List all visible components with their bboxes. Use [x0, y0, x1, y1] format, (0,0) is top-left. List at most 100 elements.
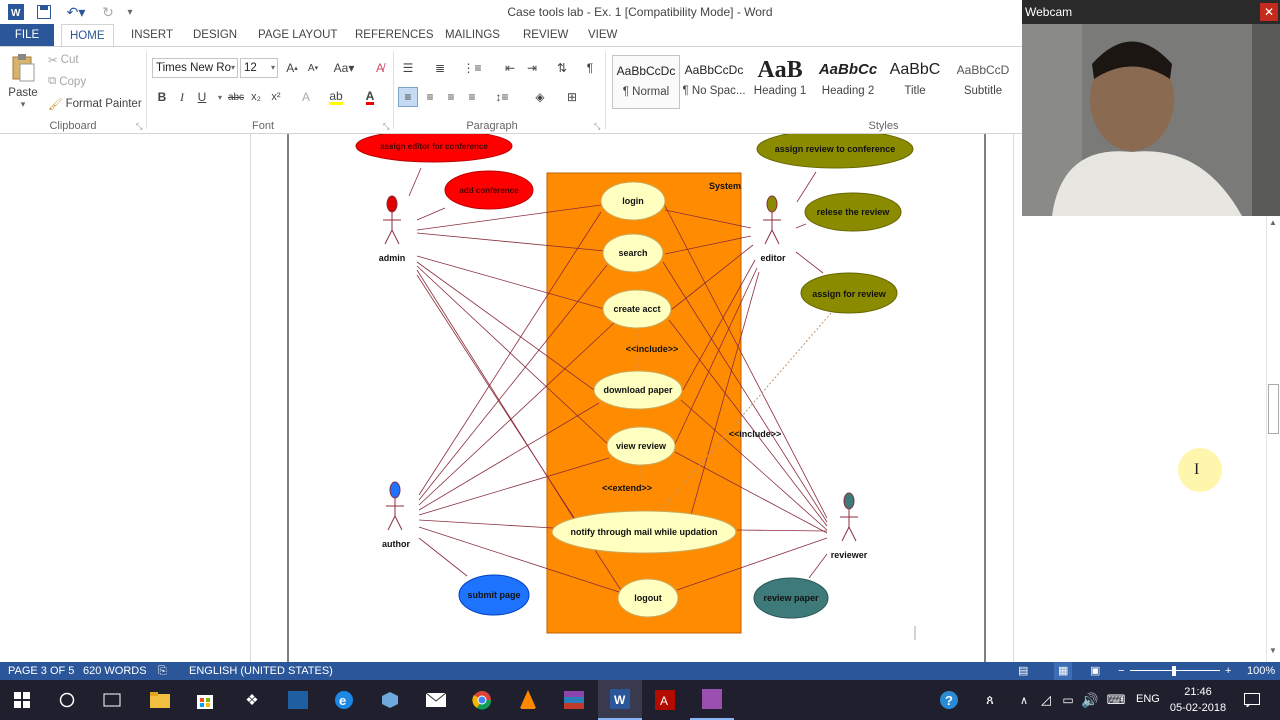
acrobat-icon[interactable]: A — [653, 688, 677, 712]
scroll-thumb[interactable] — [1268, 384, 1279, 434]
battery-icon[interactable]: ▭ — [1062, 693, 1074, 707]
chrome-icon[interactable] — [470, 688, 494, 712]
proofing-icon[interactable]: ⎘ — [158, 665, 167, 677]
winrar-icon[interactable] — [562, 688, 586, 712]
underline-icon[interactable]: U — [197, 90, 207, 104]
superscript-icon[interactable]: x² — [271, 91, 281, 103]
zoom-slider-thumb[interactable] — [1172, 666, 1176, 676]
tab-file[interactable]: FILE — [0, 24, 54, 46]
bullets-icon[interactable]: ☰ — [402, 61, 414, 75]
customize-toolbar-icon[interactable]: ▾ — [127, 6, 133, 18]
highlight-icon[interactable]: ab — [329, 88, 343, 105]
paste-button[interactable]: Paste ▾ — [8, 53, 38, 109]
style-no-spacing[interactable]: AaBbCcDc ¶ No Spac... — [680, 55, 748, 109]
tab-page-layout[interactable]: PAGE LAYOUT — [258, 29, 338, 41]
3d-box-icon[interactable] — [378, 688, 402, 712]
copy-button[interactable]: ⧉Copy — [48, 75, 86, 88]
italic-icon[interactable]: I — [180, 89, 184, 104]
style-subtitle[interactable]: AaBbCcD Subtitle — [949, 55, 1017, 109]
style-heading-1[interactable]: AaB Heading 1 — [746, 55, 814, 109]
search-circle-icon[interactable] — [55, 688, 79, 712]
word-taskbar-item[interactable]: W — [598, 680, 642, 720]
grow-font-icon[interactable]: A▴ — [286, 61, 298, 75]
print-layout-icon[interactable]: ▦ — [1054, 662, 1073, 680]
tab-references[interactable]: REFERENCES — [355, 29, 434, 41]
tab-home[interactable]: HOME — [61, 24, 114, 47]
line-spacing-icon[interactable]: ↕≡ — [495, 90, 509, 104]
tab-review[interactable]: REVIEW — [523, 29, 569, 41]
chevron-down-icon[interactable]: ▾ — [217, 92, 222, 102]
edge-icon[interactable]: e — [332, 688, 356, 712]
vlc-icon[interactable] — [516, 688, 540, 712]
chevron-up-icon[interactable]: ∧ — [1019, 694, 1029, 707]
clock[interactable]: 21:46 05-02-2018 — [1168, 684, 1228, 716]
decrease-indent-icon[interactable]: ⇤ — [504, 61, 516, 75]
screen-recorder-taskbar-item[interactable] — [690, 680, 734, 720]
windows-start-icon[interactable] — [10, 688, 34, 712]
show-marks-icon[interactable]: ¶ — [586, 61, 594, 75]
read-mode-icon[interactable]: ▤ — [1018, 665, 1029, 677]
clipboard-launcher-icon[interactable]: ⤡ — [136, 122, 143, 131]
webcam-window[interactable]: Webcam ✕ — [1022, 0, 1280, 216]
sort-icon[interactable]: ⇅ — [556, 61, 568, 75]
scroll-down-icon[interactable]: ▼ — [1269, 646, 1277, 655]
font-launcher-icon[interactable]: ⤡ — [383, 122, 390, 131]
app-blueprint-icon[interactable] — [286, 688, 310, 712]
notifications-icon[interactable] — [1240, 688, 1264, 712]
tab-design[interactable]: DESIGN — [193, 29, 238, 41]
redo-icon[interactable]: ↻ — [102, 3, 114, 20]
strikethrough-icon[interactable]: abc — [227, 91, 245, 103]
style-title[interactable]: AaBbC Title — [881, 55, 949, 109]
subscript-icon[interactable]: x₂ — [251, 91, 261, 103]
dropbox-icon[interactable]: ❖ — [245, 692, 259, 709]
vertical-scrollbar[interactable]: ▲ ▼ — [1266, 216, 1280, 662]
align-right-icon[interactable]: ≡ — [447, 90, 455, 104]
task-view-icon[interactable] — [100, 688, 124, 712]
change-case-icon[interactable]: Aa▾ — [333, 61, 355, 75]
increase-indent-icon[interactable]: ⇥ — [526, 61, 538, 75]
text-effects-icon[interactable]: A — [301, 90, 310, 104]
align-center-icon[interactable]: ≡ — [426, 90, 434, 104]
volume-icon[interactable]: 🔊 — [1081, 691, 1099, 708]
borders-icon[interactable]: ⊞ — [566, 90, 578, 104]
shading-icon[interactable]: ◈ — [535, 90, 545, 104]
tab-view[interactable]: VIEW — [588, 29, 618, 41]
word-count[interactable]: 620 WORDS — [83, 665, 147, 677]
clear-formatting-icon[interactable]: A̸ — [375, 61, 384, 75]
justify-icon[interactable]: ≡ — [468, 90, 476, 104]
style-heading-2[interactable]: AaBbCc Heading 2 — [814, 55, 882, 109]
mail-icon[interactable] — [424, 688, 448, 712]
help-icon[interactable]: ? — [937, 688, 961, 712]
cut-button[interactable]: ✂Cut — [48, 53, 79, 67]
web-layout-icon[interactable]: ▣ — [1090, 665, 1101, 677]
people-icon[interactable]: ጰ — [986, 692, 994, 707]
scroll-up-icon[interactable]: ▲ — [1269, 218, 1277, 227]
tab-insert[interactable]: INSERT — [131, 29, 173, 41]
zoom-out-icon[interactable]: − — [1118, 665, 1125, 677]
align-left-icon[interactable]: ≡ — [398, 87, 418, 107]
wifi-icon[interactable]: ◿ — [1041, 692, 1051, 707]
font-size-combo[interactable]: 12▾ — [240, 58, 278, 78]
font-color-icon[interactable]: A — [365, 88, 375, 105]
multilevel-list-icon[interactable]: ⋮≡ — [462, 61, 482, 75]
paragraph-launcher-icon[interactable]: ⤡ — [594, 122, 601, 131]
input-language[interactable]: ENG — [1136, 693, 1160, 705]
zoom-level[interactable]: 100% — [1247, 665, 1276, 677]
numbering-icon[interactable]: ≣ — [434, 61, 446, 75]
language-indicator[interactable]: ENGLISH (UNITED STATES) — [189, 665, 333, 677]
document-page[interactable]: System admin editor author reviewer logi… — [250, 129, 1014, 662]
undo-icon[interactable]: ↶▾ — [66, 3, 86, 20]
format-painter-button[interactable]: 🖌Format Painter — [48, 97, 142, 111]
store-icon[interactable] — [193, 688, 217, 712]
zoom-in-icon[interactable]: + — [1225, 665, 1232, 677]
page-indicator[interactable]: PAGE 3 OF 5 — [8, 665, 75, 677]
style-normal[interactable]: AaBbCcDc ¶ Normal — [612, 55, 680, 109]
keyboard-icon[interactable]: ⌨ — [1106, 692, 1126, 707]
shrink-font-icon[interactable]: A▾ — [307, 62, 319, 74]
close-icon[interactable]: ✕ — [1260, 3, 1278, 21]
tab-mailings[interactable]: MAILINGS — [445, 29, 500, 41]
file-explorer-icon[interactable] — [148, 688, 172, 712]
bold-icon[interactable]: B — [157, 90, 167, 104]
save-icon[interactable] — [34, 2, 54, 22]
font-name-combo[interactable]: Times New Ro▾ — [152, 58, 238, 78]
